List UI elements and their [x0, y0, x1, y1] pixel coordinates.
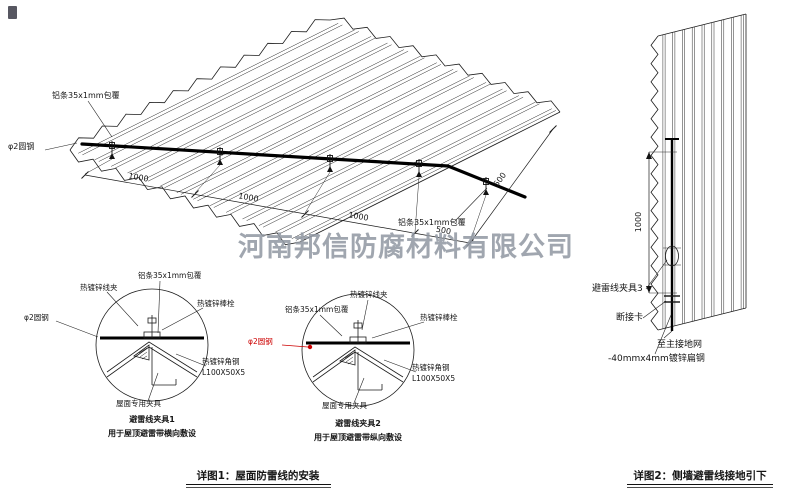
disconnect-card-symbol — [664, 295, 680, 303]
d2-label-wire-clamp: 热镀锌线夹 — [350, 289, 388, 299]
dim-500-right: 500 — [492, 171, 508, 189]
leader-line — [371, 321, 425, 339]
label-alu-strip-top: 铝条35x1mm包覆 — [52, 90, 120, 100]
leader-line — [87, 100, 113, 138]
wire-clamp-icon — [216, 146, 224, 166]
leader-line — [454, 187, 488, 222]
wall-dim-1000: 1000 — [634, 212, 643, 232]
d2-caption-sub: 用于屋顶避雷带纵向敷设 — [313, 432, 402, 442]
roof-edge-top-zigzag — [329, 17, 561, 113]
d1-caption-title: 避雷线夹具1 — [129, 414, 175, 424]
leader-line-red — [281, 344, 309, 348]
leader-line — [157, 280, 161, 334]
scan-artifact — [8, 6, 17, 19]
dim-1000-c: 1000 — [348, 210, 370, 222]
d2-label-bolt: 热镀锌棒栓 — [420, 312, 458, 322]
leader-line — [383, 359, 417, 373]
leader-line — [161, 307, 204, 331]
leader-line — [55, 320, 99, 338]
clamp-detail-drawing — [94, 287, 210, 403]
wall-panel-drawing: 1000 避雷线夹具3 断接卡 至主接地网 -40mmx4mm镀锌扁钢 — [592, 13, 747, 364]
company-watermark: 河南邦信防腐材料有限公司 — [238, 232, 574, 263]
wall-corrugation-lines — [662, 14, 744, 329]
lightning-wire — [80, 142, 527, 199]
label-disconnect-card: 断接卡 — [616, 311, 643, 323]
title-detail1: 详图1：屋面防雷线的安装 — [197, 469, 320, 482]
d2-label-roof-clamp: 屋面专用夹具 — [322, 400, 367, 410]
d1-label-angle-steel: 热镀锌角钢 — [202, 356, 240, 366]
detail-circle-2: 铝条35x1mm包覆 热镀锌线夹 热镀锌棒栓 φ2圆钢 热镀锌角钢 L100X5… — [248, 289, 458, 442]
roof-corrugation-lines — [78, 23, 557, 241]
d2-caption-title: 避雷线夹具2 — [335, 418, 381, 428]
leader-line — [654, 314, 672, 355]
d1-label-round-steel: φ2圆钢 — [24, 312, 49, 322]
leader-line — [106, 291, 139, 327]
leader-line — [663, 330, 673, 339]
wall-clamp-symbol — [663, 245, 681, 267]
leader-line — [361, 299, 369, 331]
d1-label-wire-clamp: 热镀锌线夹 — [80, 282, 118, 292]
label-flat-steel: -40mmx4mm镀锌扁钢 — [608, 352, 705, 364]
d1-caption-sub: 用于屋顶避雷带横向敷设 — [107, 428, 196, 438]
d2-label-angle-steel: 热镀锌角钢 — [412, 362, 450, 372]
d1-label-alu-strip: 铝条35x1mm包覆 — [138, 270, 202, 280]
dimension-extension-lines — [84, 158, 487, 243]
d1-label-roof-clamp: 屋面专用夹具 — [116, 398, 161, 408]
label-wall-clamp3: 避雷线夹具3 — [592, 282, 643, 294]
d1-label-angle-spec: L100X50X5 — [202, 368, 245, 377]
label-round-steel-main: φ2圆钢 — [8, 141, 34, 151]
d2-label-angle-spec: L100X50X5 — [412, 374, 455, 383]
dim-1000-a: 1000 — [128, 171, 150, 183]
d1-label-bolt: 热镀锌棒栓 — [197, 298, 235, 308]
wire-clamp-icon — [482, 176, 490, 196]
roof-isometric-drawing: 1000 1000 1000 500 500 铝条35x1mm包覆 φ2圆钢 铝… — [8, 17, 561, 247]
roof-edge-left-zigzag — [69, 19, 331, 151]
label-to-ground-grid: 至主接地网 — [657, 338, 702, 350]
leader-line — [642, 300, 667, 319]
title-detail2: 详图2：侧墙避雷线接地引下 — [633, 469, 767, 482]
wall-edge-left-zigzag — [650, 35, 659, 331]
roof-edge-bottom-zigzag — [69, 149, 301, 246]
detail-circle-1: 热镀锌线夹 铝条35x1mm包覆 热镀锌棒栓 φ2圆钢 热镀锌角钢 L100X5… — [24, 270, 245, 438]
leader-line — [645, 259, 668, 290]
leader-line — [319, 314, 343, 337]
wall-dimension: 1000 — [634, 151, 677, 294]
leader-line — [44, 142, 78, 151]
dim-1000-b: 1000 — [238, 191, 260, 203]
label-alu-strip-right: 铝条35x1mm包覆 — [398, 217, 466, 227]
d2-label-round-steel: φ2圆钢 — [248, 336, 273, 346]
d2-label-alu-strip: 铝条35x1mm包覆 — [285, 304, 349, 314]
sheet-titles: 详图1：屋面防雷线的安装 详图2：侧墙避雷线接地引下 — [186, 469, 773, 488]
leader-line — [175, 353, 207, 367]
dim-500-a: 500 — [435, 225, 452, 237]
roof-dimension-chain: 1000 1000 1000 500 — [81, 171, 474, 247]
leader-line — [147, 372, 159, 402]
leader-line — [353, 377, 365, 404]
round-steel-marker — [307, 344, 313, 350]
